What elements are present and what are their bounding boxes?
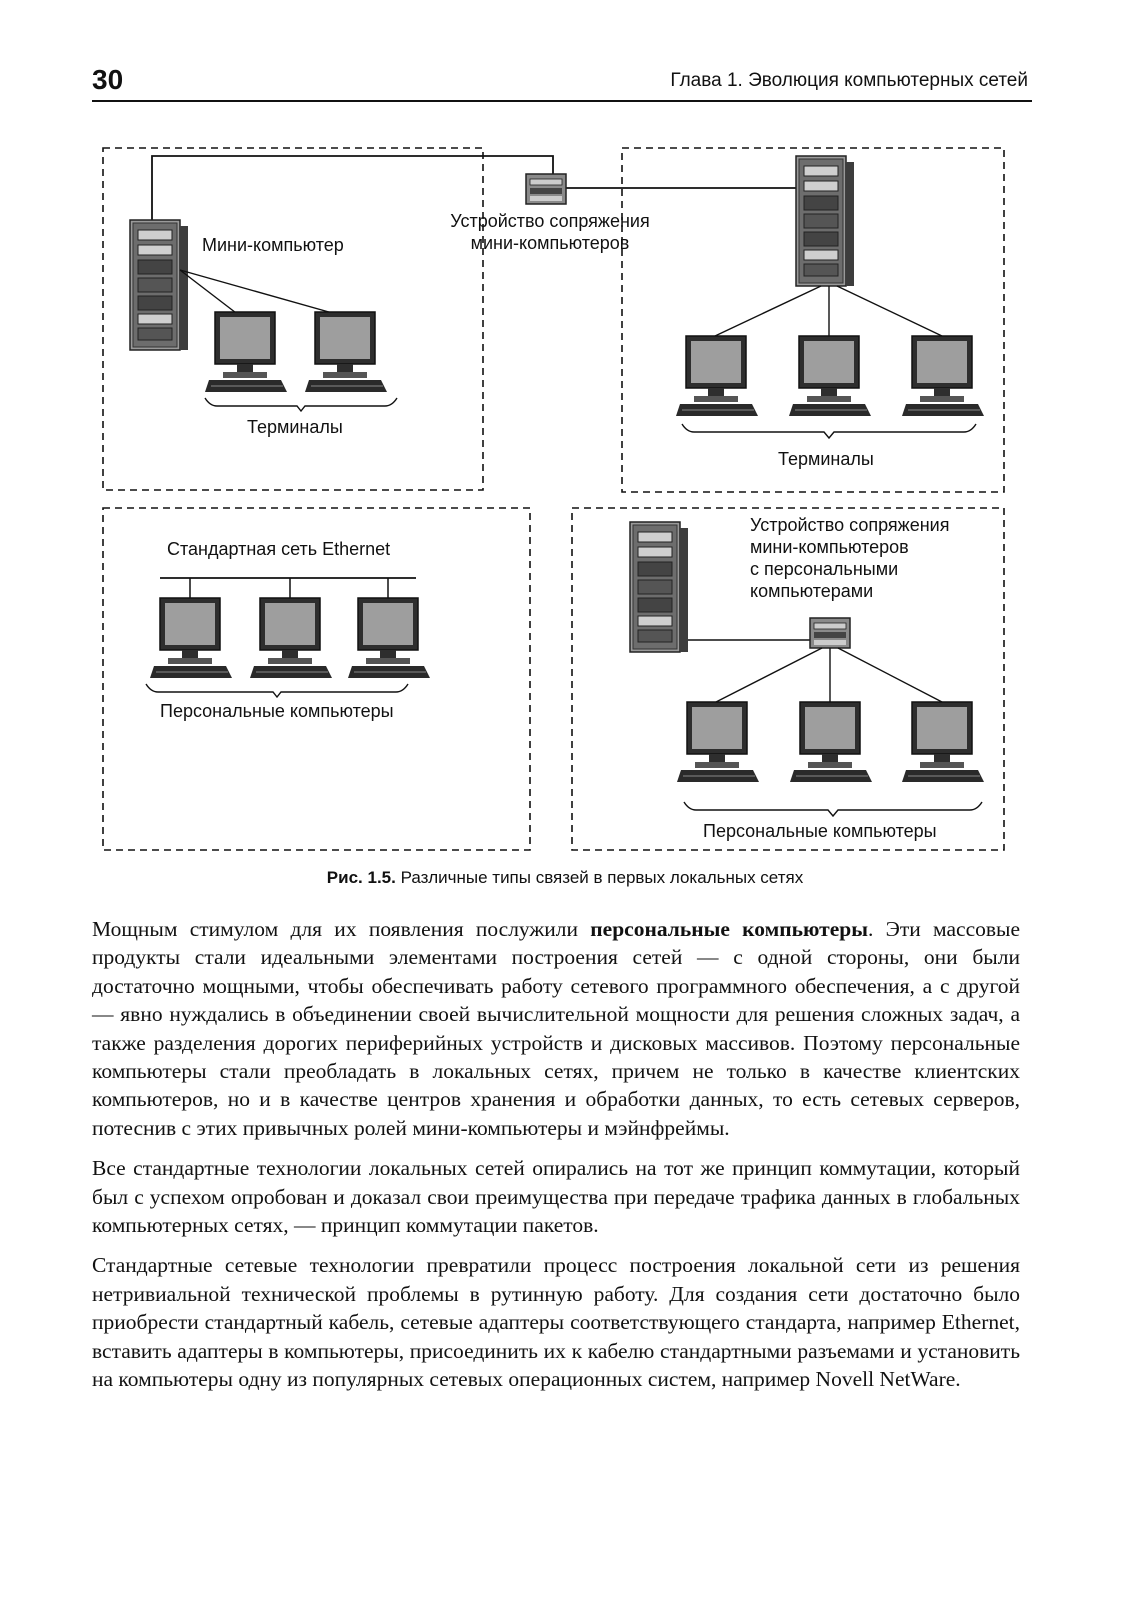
paragraph-1: Мощным стимулом для их появления послужи… bbox=[92, 915, 1020, 1142]
caption-text: Различные типы связей в первых локальных… bbox=[400, 868, 804, 887]
label-terminals-right: Терминалы bbox=[778, 449, 874, 469]
paragraph-1-start: Мощным стимулом для их появления послужи… bbox=[92, 917, 591, 941]
paragraph-2: Все стандартные технологии локальных сет… bbox=[92, 1156, 1020, 1238]
label-pc-interface-line2: мини-компьютеров bbox=[750, 537, 909, 557]
label-pc-interface-line1: Устройство сопряжения bbox=[750, 515, 950, 535]
pc-ethernet-2 bbox=[249, 597, 333, 679]
region-pc-interface bbox=[571, 507, 1005, 851]
minicomputer-tower-right bbox=[795, 155, 855, 287]
minicomputer-tower bbox=[129, 219, 189, 351]
running-header: 30 Глава 1. Эволюция компьютерных сетей bbox=[92, 60, 1032, 102]
body-text: Мощным стимулом для их появления послужи… bbox=[92, 915, 1020, 1406]
label-pcs-right: Персональные компьютеры bbox=[703, 821, 937, 841]
terminal-right-3 bbox=[901, 335, 985, 417]
paragraph-1-end: . Эти массовые продукты стали идеальными… bbox=[92, 917, 1020, 1140]
pc-right-1 bbox=[676, 701, 760, 783]
pc-ethernet-3 bbox=[347, 597, 431, 679]
network-diagram bbox=[102, 147, 1005, 851]
label-terminals-left: Терминалы bbox=[247, 417, 343, 437]
paragraph-3: Стандартные сетевые технологии превратил… bbox=[92, 1253, 1020, 1392]
label-interface-line2: мини-компьютеров bbox=[470, 233, 630, 253]
label-pc-interface: Устройство сопряжения мини-компьютеров с… bbox=[750, 514, 949, 602]
pc-right-3 bbox=[901, 701, 985, 783]
caption-number: Рис. 1.5. bbox=[326, 868, 396, 887]
label-interface-line1: Устройство сопряжения bbox=[450, 211, 650, 231]
label-pc-interface-line3: с персональными bbox=[750, 559, 899, 579]
label-ethernet: Стандартная сеть Ethernet bbox=[167, 539, 391, 559]
terminal-left-2 bbox=[304, 311, 388, 393]
label-pc-interface-line4: компьютерами bbox=[750, 581, 874, 601]
region-minicomputer-terminals bbox=[102, 147, 484, 491]
pc-ethernet-1 bbox=[149, 597, 233, 679]
minicomputer-interface-device bbox=[525, 173, 567, 205]
label-minicomputer: Мини-компьютер bbox=[202, 235, 344, 255]
pc-right-2 bbox=[789, 701, 873, 783]
paragraph-1-bold: персональные компьютеры bbox=[590, 917, 869, 941]
terminal-right-2 bbox=[788, 335, 872, 417]
label-pcs-left: Персональные компьютеры bbox=[160, 701, 394, 721]
figure-network-diagram: Мини-компьютер Устройство сопряжения мин… bbox=[90, 140, 1040, 880]
page-number: 30 bbox=[92, 64, 124, 95]
label-interface-device: Устройство сопряжения мини-компьютеров bbox=[435, 210, 665, 254]
terminal-left-1 bbox=[204, 311, 288, 393]
pc-interface-device bbox=[809, 617, 851, 649]
chapter-title: Глава 1. Эволюция компьютерных сетей bbox=[670, 70, 1028, 91]
region-second-minicomputer bbox=[621, 147, 1005, 493]
terminal-right-1 bbox=[675, 335, 759, 417]
minicomputer-tower-bottom bbox=[629, 521, 689, 653]
figure-caption: Рис. 1.5. Различные типы связей в первых… bbox=[0, 868, 1130, 888]
